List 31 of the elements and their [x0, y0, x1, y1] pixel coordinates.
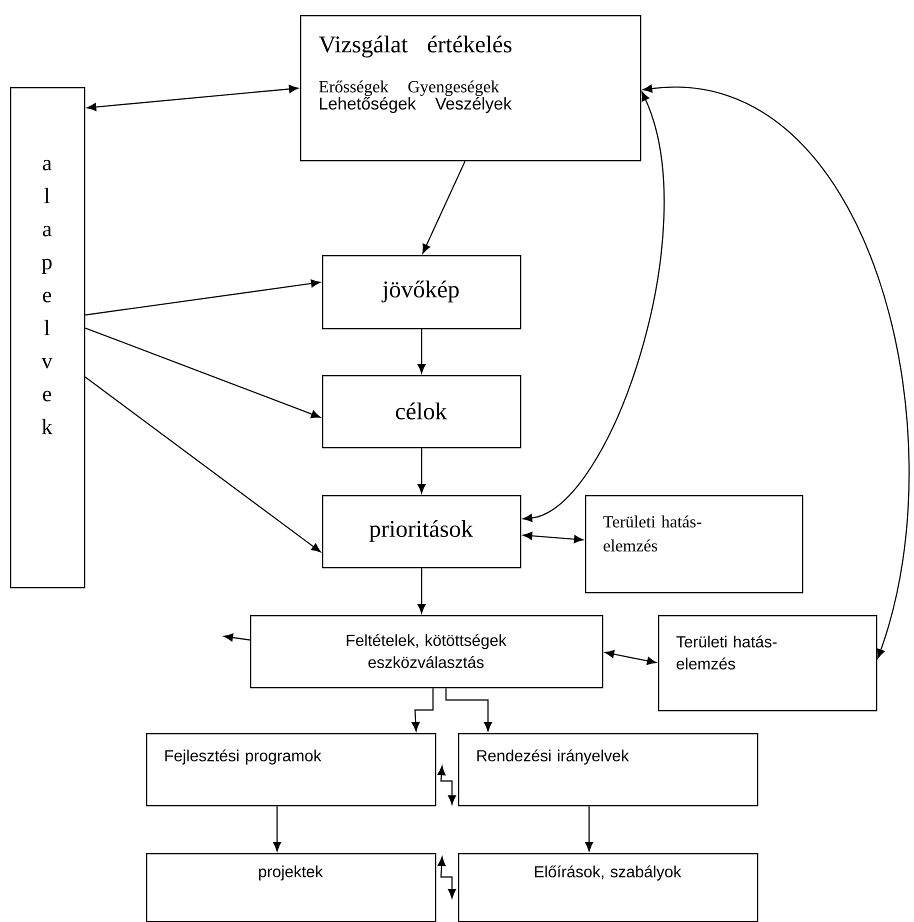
process-box: Előírások, szabályok: [458, 853, 758, 922]
arrow: [522, 532, 584, 544]
arrow: [585, 806, 594, 852]
process-box: célok: [322, 375, 522, 448]
arrow: [412, 688, 434, 732]
process-box: projektek: [146, 853, 436, 922]
arrow: [642, 84, 910, 658]
process-box: jövőkép: [322, 255, 522, 330]
process-box: Rendezési irányelvek: [458, 733, 758, 806]
arrow: [418, 329, 426, 374]
arrow: [418, 448, 426, 494]
arrow: [84, 327, 320, 418]
process-box: Fejlesztési programok: [146, 733, 436, 806]
arrow: [522, 91, 664, 522]
arrow: [604, 650, 656, 665]
vertical-text-box: a l a p e l v e k: [10, 87, 86, 588]
arrow: [422, 160, 466, 254]
process-box: Feltételek, kötöttségek eszközválasztás: [250, 615, 604, 688]
arrow: [86, 84, 298, 112]
arrow: [84, 376, 321, 552]
arrow: [445, 688, 492, 732]
arrow: [437, 766, 456, 805]
arrow: [85, 279, 320, 316]
arrow: [438, 856, 456, 898]
process-box: Területi hatás- elemzés: [658, 615, 878, 712]
evaluation-box: Vizsgálat értékelés Erősségek Gyengeségek Lehetőségek Veszélyek: [300, 15, 642, 162]
process-box: Területi hatás- elemzés: [585, 495, 804, 594]
arrow: [418, 568, 426, 614]
arrow: [224, 634, 250, 642]
process-box: prioritások: [322, 495, 522, 568]
arrow: [273, 806, 282, 852]
